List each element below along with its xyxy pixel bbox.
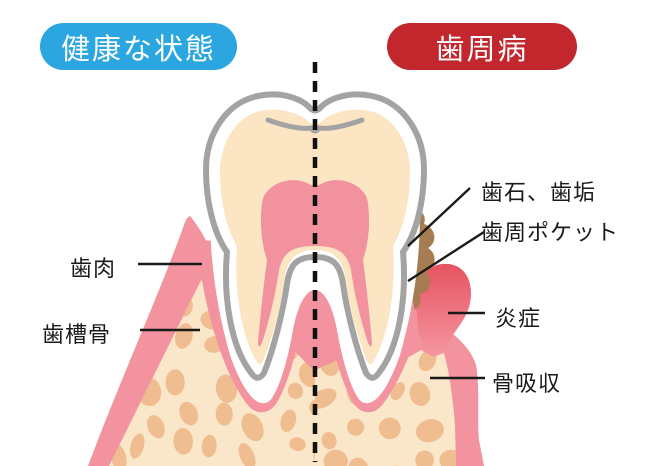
bone-spot [287, 382, 304, 400]
bone-spot [439, 449, 456, 466]
inflamed-gum-bump [416, 263, 472, 360]
label-periodontal-pocket: 歯周ポケット [481, 220, 620, 245]
bone-spot [179, 401, 199, 426]
bone-spot [347, 418, 365, 436]
bone-spot [238, 443, 256, 466]
tooth-pulp [258, 180, 372, 347]
bone-spot [378, 417, 401, 440]
bone-spot [415, 450, 434, 466]
bone-spot [348, 457, 369, 466]
bone-texture-right [315, 350, 456, 466]
periodontal-disease-badge: 歯周病 [387, 23, 577, 70]
label-tartar-plaque: 歯石、歯垢 [481, 180, 597, 205]
bone-spot [215, 402, 233, 426]
healthy-state-badge: 健康な状態 [40, 23, 237, 70]
bone-spot [289, 437, 306, 452]
bone-spot [298, 360, 315, 388]
bone-spot [173, 428, 193, 455]
label-gum: 歯肉 [70, 256, 117, 281]
label-inflammation: 炎症 [495, 306, 542, 331]
bone-spot [409, 381, 431, 407]
bone-spot [165, 369, 185, 396]
bone-spot [241, 413, 264, 442]
bone-spot [146, 415, 165, 439]
bone-spot [201, 434, 217, 458]
label-alveolar-bone: 歯槽骨 [42, 322, 112, 347]
bone-spot [280, 409, 297, 433]
bone-spot [323, 449, 348, 466]
bone-spot [129, 433, 145, 459]
bone-spot [109, 364, 125, 383]
pocket-leader-line [407, 230, 485, 283]
tartar-leader-line [407, 187, 471, 247]
label-bone-resorption: 骨吸収 [492, 371, 562, 396]
bone-spot [215, 374, 238, 403]
bone-spot [415, 419, 444, 443]
bone-spot [321, 432, 337, 450]
bone-spot [109, 294, 126, 310]
fissure-line [265, 117, 365, 134]
